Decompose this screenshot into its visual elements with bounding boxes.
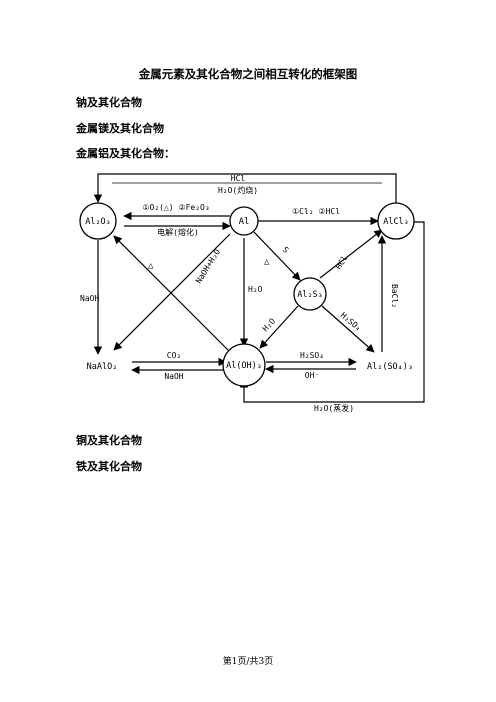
- svg-text:NaAlO₂: NaAlO₂: [87, 362, 118, 372]
- node-al2o3: Al₂O₃: [79, 202, 117, 240]
- label-o2-fe2o3: ①O₂(△) ②Fe₂O₃: [142, 203, 209, 212]
- label-naoh-left: NaOH: [80, 294, 99, 303]
- label-naoh-bottom: NaOH: [164, 372, 183, 381]
- arrow-alcl3-to-al2o3-top: [93, 173, 397, 204]
- heading-aluminum: 金属铝及其化合物：: [76, 147, 175, 160]
- aluminum-conversion-diagram: HCl H₂O(灼烧) ①O₂(△) ②Fe₂O₃ 电解(熔化) ①Cl₂ ②H…: [79, 173, 425, 413]
- label-cl2-hcl: ①Cl₂ ②HCl: [292, 207, 340, 216]
- label-hcl-top: HCl: [231, 174, 246, 183]
- label-oh-minus: OH⁻: [305, 371, 319, 380]
- label-h2so4-right: H₂SO₄: [300, 351, 324, 360]
- node-aloh3: Al(OH)₃: [222, 343, 266, 387]
- node-al: Al: [229, 206, 259, 236]
- arrow-al-to-naalo2: [113, 233, 231, 351]
- label-delta-diag: △: [148, 261, 154, 271]
- label-s: S: [281, 245, 291, 255]
- svg-text:Al(OH)₃: Al(OH)₃: [226, 361, 262, 371]
- node-al2so43: Al₂(SO₄)₃: [367, 362, 413, 372]
- heading-magnesium: 金属镁及其化合物: [76, 122, 164, 135]
- arrow-alcl3-to-aloh3-loop: [239, 221, 425, 403]
- heading-sodium: 钠及其化合物: [76, 96, 142, 109]
- svg-text:Al₂(SO₄)₃: Al₂(SO₄)₃: [367, 362, 413, 372]
- svg-text:Al: Al: [239, 217, 250, 227]
- node-alcl3: AlCl₃: [377, 202, 415, 240]
- arrow-al-to-al2s3: [253, 231, 301, 281]
- heading-copper: 铜及其化合物: [76, 434, 142, 447]
- arrow-al2s3-to-aloh3: [259, 305, 299, 349]
- svg-text:AlCl₃: AlCl₃: [383, 217, 409, 227]
- label-h2so4-diag: H₂SO₄: [339, 311, 363, 333]
- label-bacl2: BaCl₂: [390, 284, 399, 308]
- label-h2o-al-down: H₂O: [248, 285, 263, 294]
- label-h2o-evap: H₂O(蒸发): [314, 403, 354, 413]
- heading-iron: 铁及其化合物: [76, 460, 142, 473]
- svg-text:Al₂S₃: Al₂S₃: [297, 290, 323, 300]
- page-title: 金属元素及其化合物之间相互转化的框架图: [138, 67, 358, 81]
- arrow-al2s3-to-al2so43: [321, 305, 375, 353]
- arrow-aloh3-to-al2o3: [113, 235, 231, 353]
- svg-text:Al₂O₃: Al₂O₃: [85, 217, 111, 227]
- node-al2s3: Al₂S₃: [293, 277, 327, 311]
- page-footer: 第1页/共3页: [222, 657, 274, 667]
- label-electrolysis: 电解(熔化): [157, 227, 199, 237]
- arrow-al2s3-to-alcl3: [319, 229, 383, 279]
- label-delta-s: △: [264, 257, 270, 267]
- node-naalo2: NaAlO₂: [87, 362, 118, 372]
- label-h2o-ignite: H₂O(灼烧): [218, 185, 258, 195]
- label-co2: CO₂: [167, 351, 181, 360]
